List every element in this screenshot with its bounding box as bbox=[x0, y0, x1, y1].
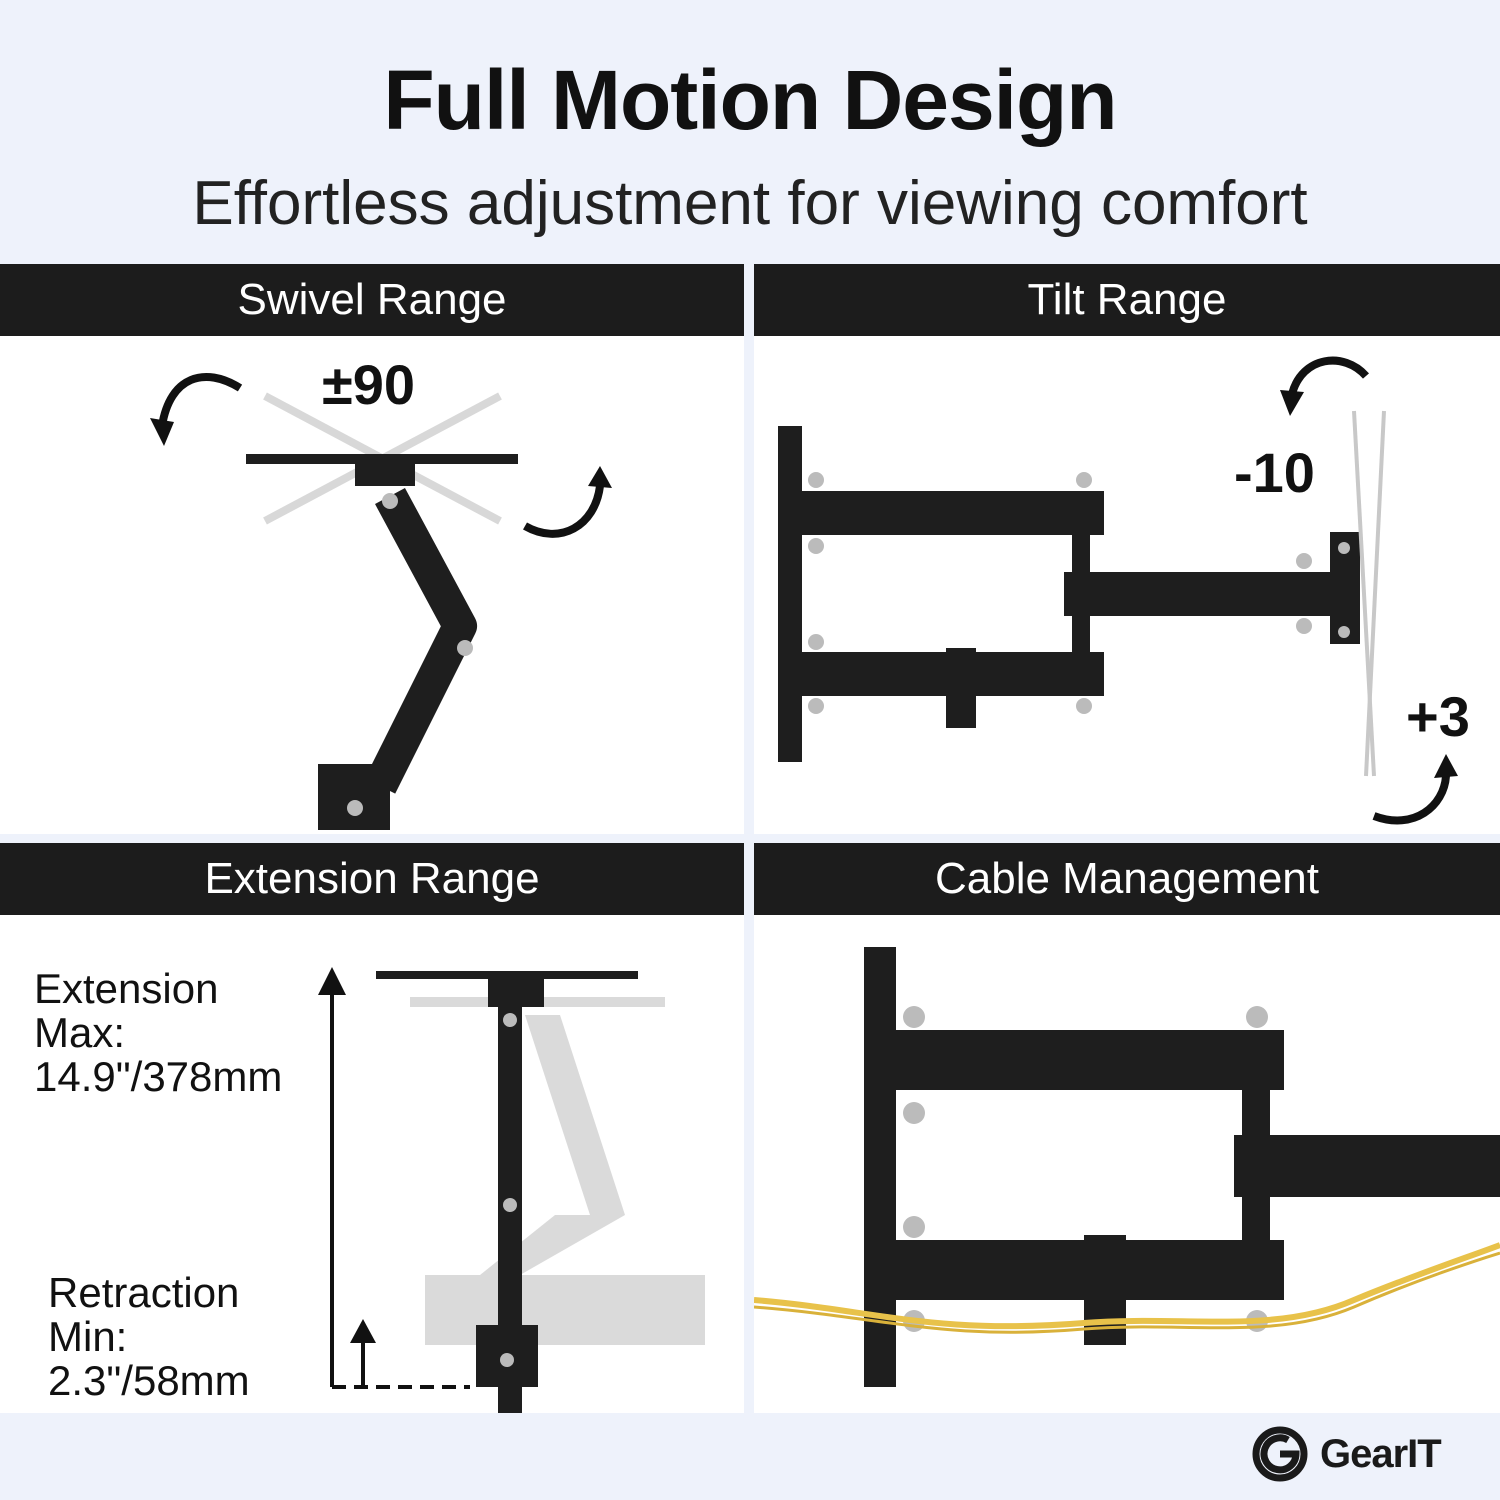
swivel-illustration bbox=[150, 372, 612, 830]
cable-panel: Cable Management bbox=[754, 843, 1500, 1413]
tilt-illustration bbox=[778, 356, 1458, 825]
swivel-panel: Swivel Range ±90 bbox=[0, 264, 744, 834]
extension-header: Extension Range bbox=[0, 843, 744, 915]
tilt-down-angle: +3 bbox=[1406, 685, 1470, 748]
cable-illustration bbox=[754, 947, 1500, 1387]
tilt-header: Tilt Range bbox=[754, 264, 1500, 336]
page-subtitle: Effortless adjustment for viewing comfor… bbox=[192, 169, 1308, 238]
tilt-up-angle: -10 bbox=[1234, 441, 1315, 504]
extension-illustration bbox=[318, 967, 705, 1413]
brand-logo: GearIT bbox=[1252, 1424, 1442, 1484]
brand-name: GearIT bbox=[1320, 1431, 1442, 1476]
retraction-min-label: Retraction Min: 2.3"/58mm bbox=[48, 1269, 250, 1404]
gearit-logo-icon bbox=[1252, 1426, 1308, 1482]
swivel-angle: ±90 bbox=[322, 353, 416, 416]
extension-panel: Extension Range Extension Max: 14.9"/378… bbox=[0, 843, 744, 1413]
tilt-panel: Tilt Range -10 +3 bbox=[754, 264, 1500, 834]
extension-max-label: Extension Max: 14.9"/378mm bbox=[34, 965, 283, 1100]
swivel-header: Swivel Range bbox=[0, 264, 744, 336]
page-title: Full Motion Design bbox=[383, 53, 1117, 147]
cable-header: Cable Management bbox=[754, 843, 1500, 915]
